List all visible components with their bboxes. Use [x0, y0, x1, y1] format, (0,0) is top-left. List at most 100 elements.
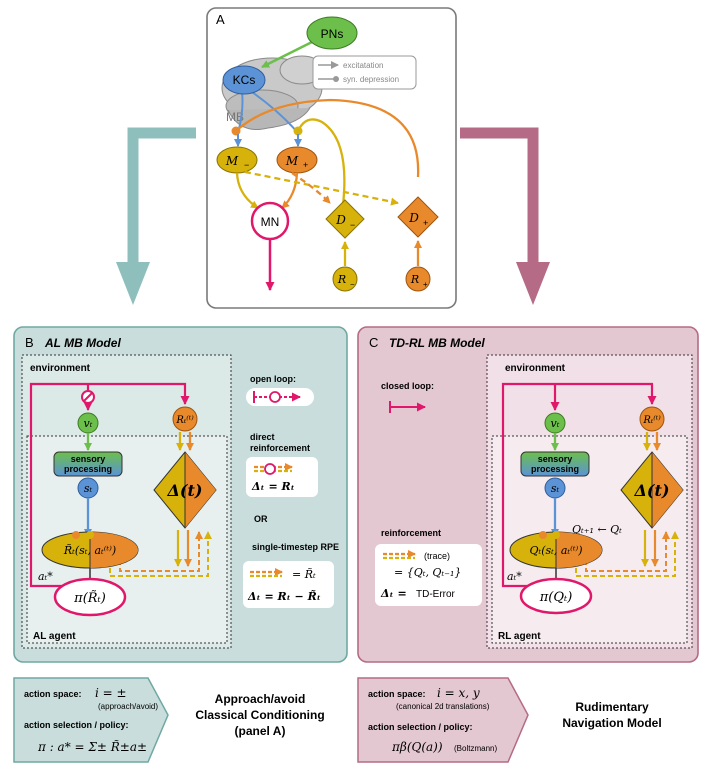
- node-d-minus-sub: −: [350, 220, 355, 230]
- panel-c-trace-loop-b: [585, 531, 670, 572]
- panel-c-node-r: [639, 406, 665, 432]
- node-kcs-label: KCs: [233, 73, 256, 87]
- depression-dot-mplus: [293, 126, 303, 136]
- panel-c-reinforcement-label: reinforcement: [381, 528, 441, 538]
- bottom-c-policy-note: (Boltzmann): [454, 744, 497, 753]
- edge-mplus-dminus: [291, 172, 331, 204]
- node-d-minus: [325, 199, 365, 239]
- panel-b-node-v-label: vₜ: [84, 417, 93, 430]
- panel-b-loop-wire: [29, 382, 190, 588]
- panel-c-closed-loop-label: closed loop:: [381, 381, 434, 391]
- panel-b-open-loop-label: open loop:: [250, 374, 296, 384]
- panel-b-environment-label: environment: [30, 363, 91, 374]
- panel-b-environment-box: [21, 354, 232, 649]
- panel-c-agent-label: RL agent: [498, 631, 541, 642]
- bottom-b-model-line3: (panel A): [235, 724, 286, 738]
- bottom-c-chevron: [357, 677, 529, 763]
- panel-c-value-label: Qₜ(sₜ, aₜ⁽ᵗ⁾): [529, 544, 582, 557]
- bottom-b-model-line1: Approach/avoid: [215, 692, 306, 706]
- panel-b-sensory-line1: sensory: [71, 454, 106, 464]
- panel-c-letter: C: [369, 335, 378, 350]
- panel-b-value-dot-a: [72, 531, 80, 539]
- panel-b-letter: B: [25, 335, 34, 350]
- panel-b-delta-eq-direct: Δₜ = Rₜ: [251, 480, 295, 493]
- bottom-c-policy-label: action selection / policy:: [368, 722, 473, 732]
- node-d-plus: [397, 196, 439, 238]
- node-d-plus-label: D: [408, 211, 419, 225]
- node-pns-label: PNs: [321, 27, 344, 41]
- bottom-c-model-line1: Rudimentary: [575, 700, 649, 714]
- panel-c-trace-label: (trace): [424, 551, 450, 561]
- edge-dplus-mminus: [235, 98, 420, 178]
- panel-b-agent-label: AL agent: [33, 631, 76, 642]
- arrow-head-b: [116, 262, 150, 305]
- legend-excitation-label: excitatation: [343, 61, 383, 70]
- panel-b-rpe-loop-a: [109, 531, 212, 577]
- node-mn-label: MN: [261, 215, 280, 229]
- panel-c-node-r-label: Rₜ⁽ᵗ⁾: [642, 415, 661, 426]
- panel-b-direct-block: [264, 463, 276, 475]
- panel-b-direct-line2: reinforcement: [250, 443, 310, 453]
- node-r-plus-sub: +: [423, 280, 428, 289]
- panel-c-reinforcement-box: [375, 544, 482, 606]
- panel-c-node-delta-label: Δ(t): [634, 481, 670, 500]
- node-r-plus: [405, 266, 431, 292]
- arrow-to-panel-b: [127, 127, 196, 270]
- panel-c-trace-loop-a: [575, 531, 679, 577]
- edge-pns-kcs: [261, 40, 313, 69]
- panel-b-node-r: [172, 406, 198, 432]
- panel-c-td-error: TD-Error: [416, 589, 456, 600]
- node-m-plus-sub: +: [303, 160, 308, 170]
- edge-dminus-mplus: [296, 118, 346, 206]
- panel-c-environment-label: environment: [505, 363, 566, 374]
- node-m-plus-label: M: [285, 154, 299, 168]
- panel-c-node-v-label: vₜ: [551, 417, 560, 430]
- bottom-b-action-space-eq: i = ±: [95, 686, 127, 700]
- panel-c-delta-eq-label: Δₜ =: [380, 587, 407, 600]
- panel-b-or: OR: [254, 514, 268, 524]
- bottom-c-action-space-label: action space:: [368, 689, 426, 699]
- panel-b-node-delta-label: Δ(t): [167, 481, 203, 500]
- panel-c-title: TD-RL MB Model: [389, 336, 485, 350]
- depression-dot-mminus: [231, 126, 241, 136]
- panel-c-node-s-label: sₜ: [551, 482, 560, 495]
- bottom-c-action-space-note: (canonical 2d translations): [396, 702, 490, 711]
- panel-b-block-slash: [83, 392, 93, 402]
- panel-c-value-dot-b: [552, 531, 560, 539]
- panel-b-title: AL MB Model: [44, 336, 121, 350]
- panel-c-a-star: aₜ*: [507, 570, 522, 583]
- panel-b-single-rpe: single-timestep RPE: [252, 542, 339, 552]
- panel-b-delta-eq-rpe: Δₜ = Rₜ − R̃ₜ: [247, 590, 321, 603]
- panel-b-sensory-processing: [53, 451, 123, 477]
- bottom-b-policy-label: action selection / policy:: [24, 720, 129, 730]
- node-r-minus-sub: −: [350, 280, 355, 289]
- node-r-minus: [332, 266, 358, 292]
- node-pns: [306, 16, 358, 50]
- panel-b-open-loop-block: [269, 391, 281, 403]
- mb-label: MB: [226, 110, 244, 124]
- panel-b-value-orange-half: [90, 532, 138, 568]
- panel-b-eq-rtilde: = R̃ₜ: [292, 568, 316, 581]
- panel-c-q-update: Qₜ₊₁ ← Qₜ: [572, 523, 622, 536]
- panel-c-sensory-line2: processing: [531, 464, 579, 474]
- panel-b-node-s-label: sₜ: [84, 482, 93, 495]
- panel-a-letter: A: [216, 12, 225, 27]
- edge-mminus-dplus: [244, 170, 399, 206]
- edge-mminus-mn: [235, 172, 259, 209]
- panel-b-sensory-line2: processing: [64, 464, 112, 474]
- panel-c-policy-node: [519, 577, 593, 615]
- node-kcs: [222, 65, 266, 95]
- bottom-b-action-space-note: (approach/avoid): [98, 702, 158, 711]
- panel-b-direct-line1: direct: [250, 432, 275, 442]
- bottom-c-policy-eq: πβ(Q(a)): [391, 740, 443, 754]
- panel-c-policy-label: π(Qₜ): [539, 590, 573, 605]
- node-r-minus-label: R: [337, 273, 346, 286]
- panel-b-a-star: aₜ*: [38, 570, 53, 583]
- bottom-b-policy-eq: π : a* = Σ± R̃±a±: [37, 739, 147, 754]
- node-m-minus-sub: −: [244, 160, 249, 170]
- panel-b-value-dot-b: [86, 531, 94, 539]
- node-d-minus-label: D: [335, 213, 346, 227]
- bottom-c-model-line2: Navigation Model: [562, 716, 661, 730]
- legend-depression-dot: [333, 76, 339, 82]
